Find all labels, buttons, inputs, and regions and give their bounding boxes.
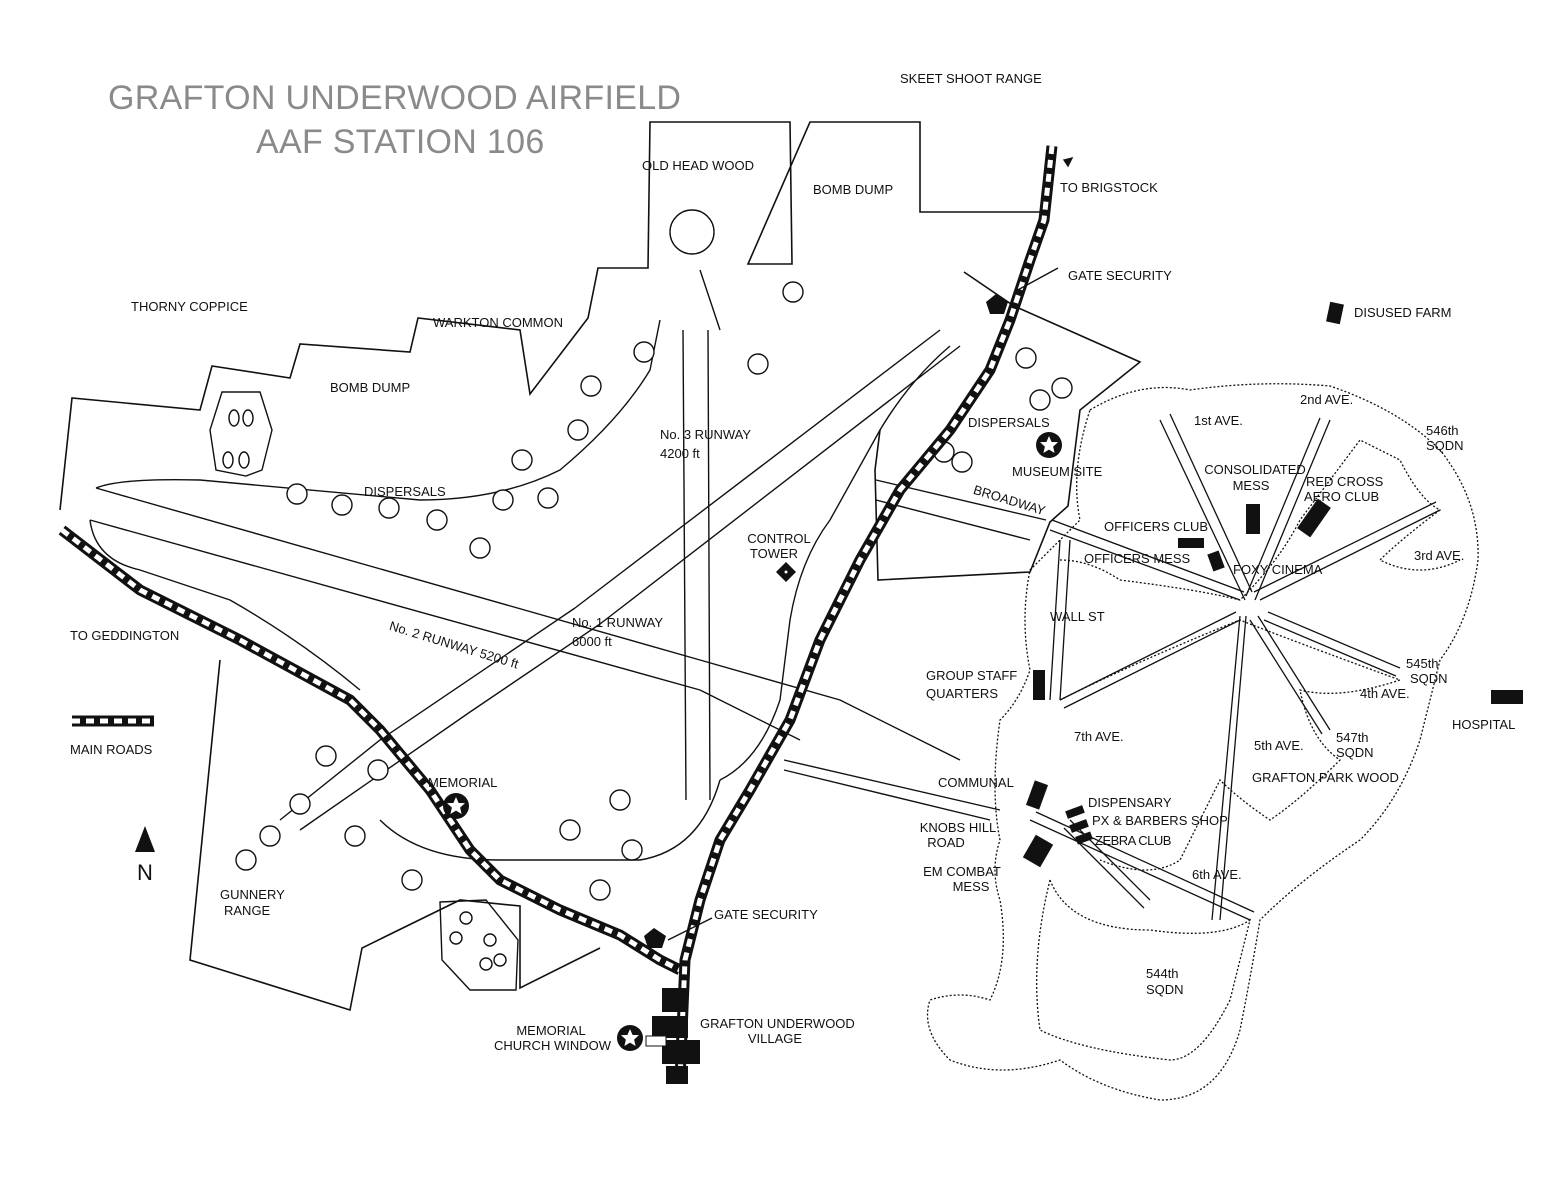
label-545th: 545th — [1406, 656, 1439, 671]
main-road — [58, 145, 1058, 1081]
label-to-brigstock: TO BRIGSTOCK — [1060, 180, 1158, 195]
label-bomb-dump-west: BOMB DUMP — [330, 380, 411, 395]
label-disused-farm: DISUSED FARM — [1354, 305, 1452, 320]
label-547th-sqdn: SQDN — [1336, 745, 1374, 760]
legend-main-roads-label: MAIN ROADS — [70, 742, 153, 757]
label-communal: COMMUNAL — [938, 775, 1014, 790]
label-consolidated-1: CONSOLIDATED — [1204, 462, 1306, 477]
label-thorny-coppice: THORNY COPPICE — [131, 299, 248, 314]
label-officers-club: OFFICERS CLUB — [1104, 519, 1209, 534]
label-group-staff-1: GROUP STAFF — [926, 668, 1018, 683]
label-memorial-church-2: CHURCH WINDOW — [494, 1038, 611, 1053]
label-545th-sqdn: SQDN — [1410, 671, 1448, 686]
label-dispensary: DISPENSARY — [1088, 795, 1172, 810]
label-bomb-dump-north: BOMB DUMP — [813, 182, 894, 197]
label-officers-mess: OFFICERS MESS — [1084, 551, 1191, 566]
label-warkton-common: WARKTON COMMON — [433, 315, 563, 330]
label-gunnery-2: RANGE — [224, 903, 271, 918]
label-5th-ave: 5th AVE. — [1254, 738, 1304, 753]
label-wall-st: WALL ST — [1050, 609, 1105, 624]
label-546th: 546th — [1426, 423, 1459, 438]
label-547th: 547th — [1336, 730, 1369, 745]
label-dispersals-west: DISPERSALS — [364, 484, 446, 499]
label-control-tower-1: CONTROL — [747, 531, 811, 546]
label-runway-1: No. 1 RUNWAY — [572, 615, 664, 630]
label-7th-ave: 7th AVE. — [1074, 729, 1124, 744]
label-px-barbers: PX & BARBERS SHOP — [1092, 813, 1228, 828]
label-old-head-wood: OLD HEAD WOOD — [642, 158, 754, 173]
label-consolidated-2: MESS — [1232, 478, 1270, 493]
north-arrow-icon — [135, 826, 155, 852]
control-tower-icon — [776, 562, 796, 582]
label-grafton-village-1: GRAFTON UNDERWOOD — [700, 1016, 855, 1031]
label-gunnery-1: GUNNERY — [220, 887, 285, 902]
label-544th-sqdn: SQDN — [1146, 982, 1184, 997]
label-memorial-church-1: MEMORIAL — [516, 1023, 586, 1038]
map-title-line-2: AAF STATION 106 — [256, 123, 545, 161]
label-runway-3-length: 4200 ft — [660, 446, 700, 461]
runways — [89, 269, 1047, 861]
label-zebra-club: ZEBRA CLUB — [1095, 833, 1171, 848]
label-6th-ave: 6th AVE. — [1192, 867, 1242, 882]
gate-pointers — [667, 156, 1074, 941]
label-runway-1-length: 6000 ft — [572, 634, 612, 649]
bomb-dump-west — [209, 391, 273, 477]
label-knobs-hill-2: ROAD — [927, 835, 965, 850]
label-2nd-ave: 2nd AVE. — [1300, 392, 1354, 407]
label-dispersals-east: DISPERSALS — [968, 415, 1050, 430]
label-group-staff-2: QUARTERS — [926, 686, 998, 701]
north-label: N — [137, 860, 153, 885]
label-546th-sqdn: SQDN — [1426, 438, 1464, 453]
label-to-geddington: TO GEDDINGTON — [70, 628, 180, 643]
pentagon-icon — [644, 294, 1008, 948]
label-em-combat-1: EM COMBAT — [923, 864, 1001, 879]
label-gate-security-north: GATE SECURITY — [1068, 268, 1172, 283]
label-memorial: MEMORIAL — [428, 775, 498, 790]
label-grafton-park-wood: GRAFTON PARK WOOD — [1252, 770, 1399, 785]
label-grafton-village-2: VILLAGE — [747, 1031, 803, 1046]
label-foxy-cinema: FOXY CINEMA — [1233, 562, 1323, 577]
dispersal-loops — [235, 209, 1073, 901]
label-runway-3: No. 3 RUNWAY — [660, 427, 752, 442]
map-title-line-1: GRAFTON UNDERWOOD AIRFIELD — [108, 79, 682, 117]
label-em-combat-2: MESS — [952, 879, 990, 894]
label-red-cross-2: AERO CLUB — [1304, 489, 1380, 504]
label-knobs-hill-1: KNOBS HILL — [919, 820, 997, 835]
village-blocks — [645, 988, 700, 1084]
buildings — [1022, 301, 1523, 868]
label-544th: 544th — [1146, 966, 1179, 981]
bomb-dump-south — [439, 899, 519, 991]
label-gate-security-south: GATE SECURITY — [714, 907, 818, 922]
label-1st-ave: 1st AVE. — [1194, 413, 1243, 428]
label-3rd-ave: 3rd AVE. — [1414, 548, 1465, 563]
label-red-cross-1: RED CROSS — [1306, 474, 1384, 489]
label-4th-ave: 4th AVE. — [1360, 686, 1410, 701]
label-skeet-shoot-range: SKEET SHOOT RANGE — [900, 71, 1042, 86]
label-hospital: HOSPITAL — [1452, 717, 1516, 732]
label-control-tower-2: TOWER — [749, 546, 799, 561]
label-museum-site: MUSEUM SITE — [1012, 464, 1103, 479]
